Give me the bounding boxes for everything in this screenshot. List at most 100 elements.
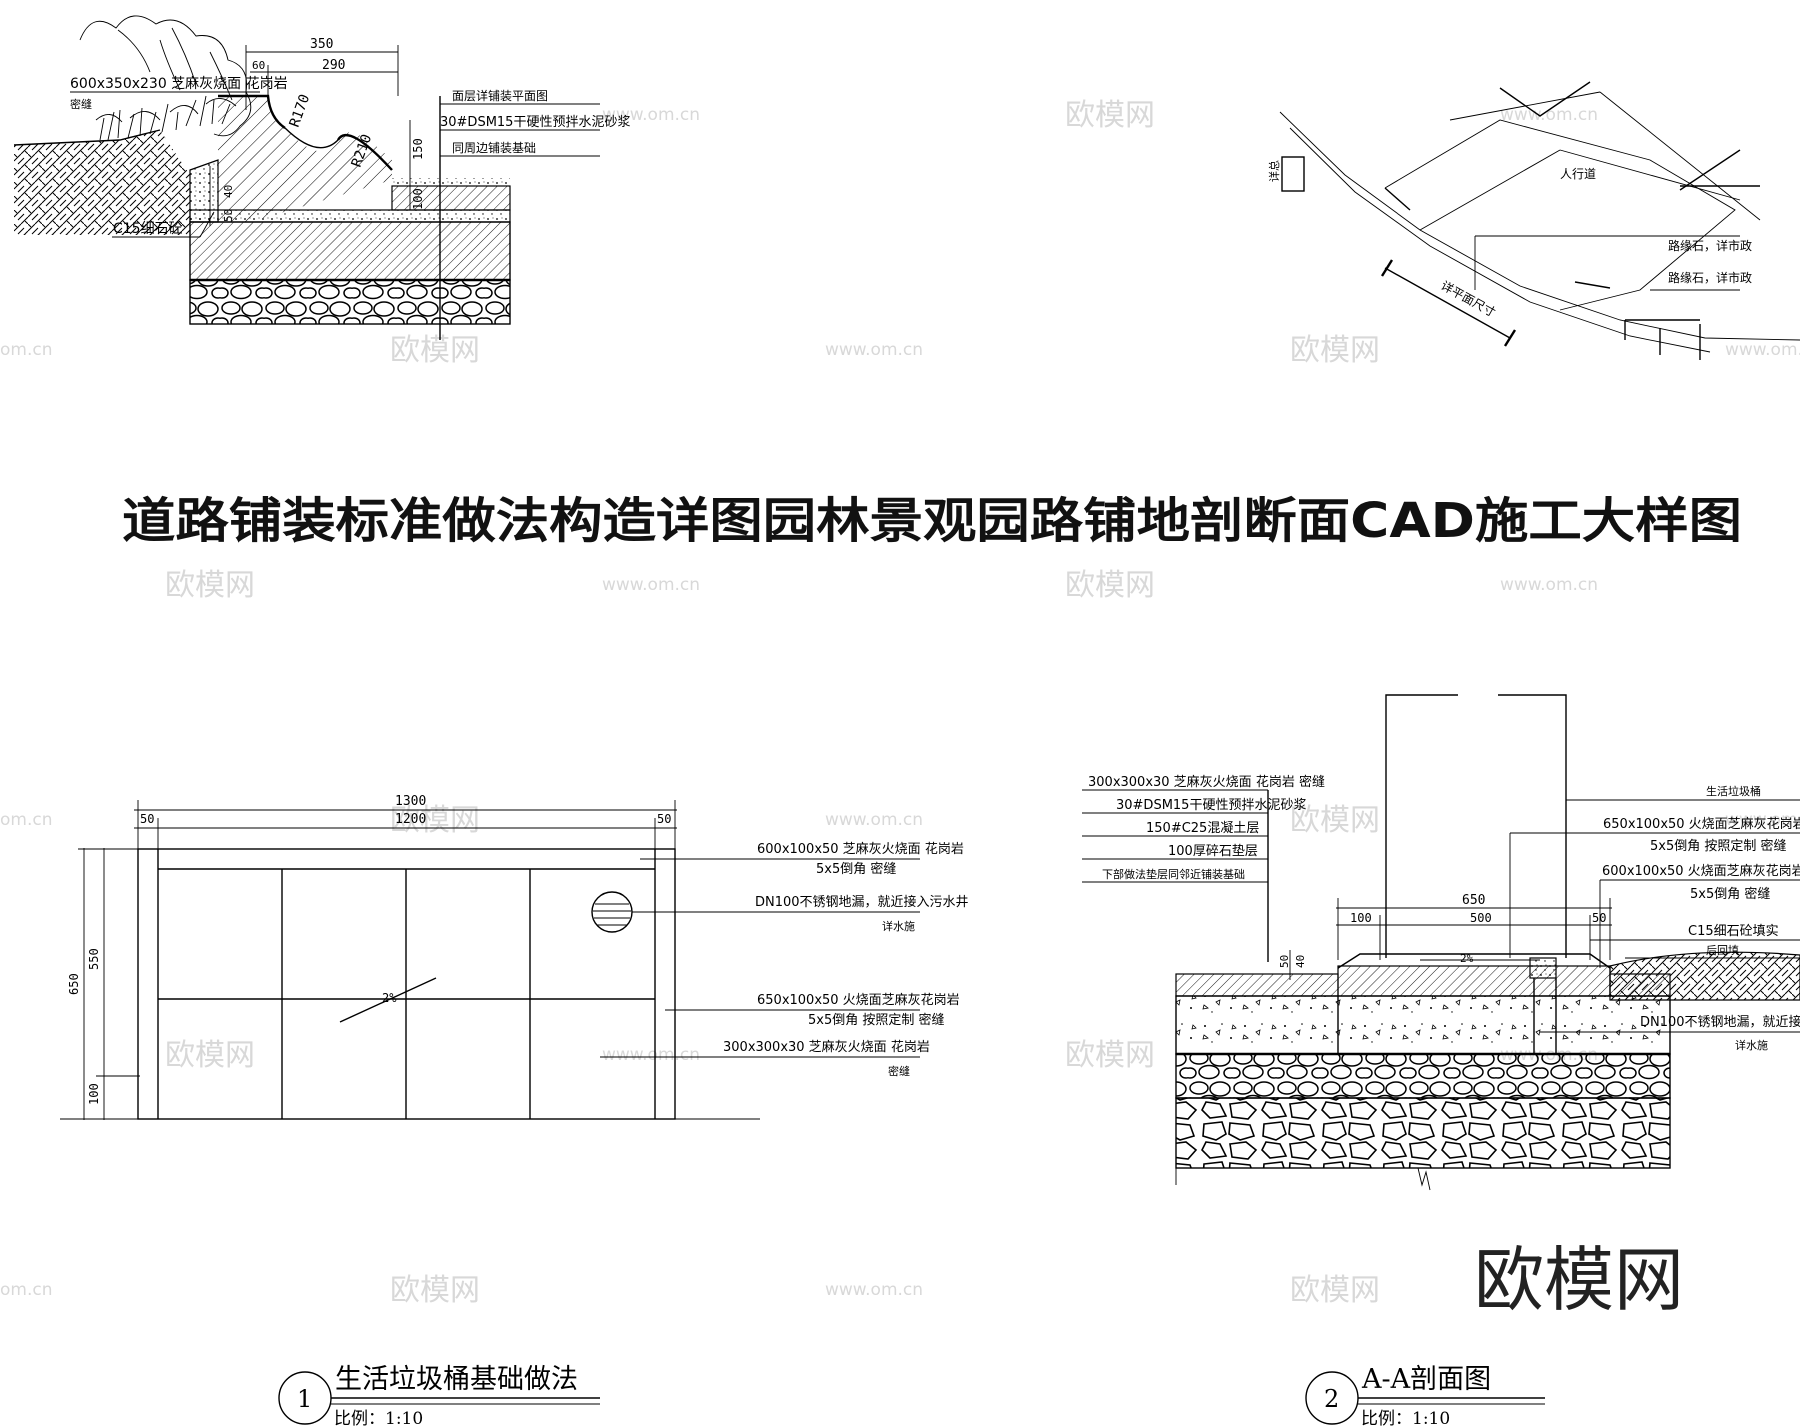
d1-label-1: 600x100x50 芝麻灰火烧面 花岗岩 <box>757 841 964 857</box>
curb-top <box>218 94 286 129</box>
svg-text:1200: 1200 <box>395 812 426 827</box>
svg-text:100: 100 <box>411 188 425 210</box>
d2-left-label-1: 300x300x30 芝麻灰火烧面 花岗岩 密缝 <box>1088 774 1325 790</box>
svg-text:密缝: 密缝 <box>888 1064 910 1078</box>
svg-text:50: 50 <box>1278 955 1291 968</box>
watermark-logo: 欧模网 <box>390 1273 480 1308</box>
watermark-url: www.om.cn <box>825 340 923 360</box>
svg-text:650: 650 <box>67 973 81 995</box>
svg-text:1: 1 <box>297 1385 312 1413</box>
d1-label-6: 300x300x30 芝麻灰火烧面 花岗岩 <box>723 1039 930 1055</box>
detail-top-left: 350 290 60 R170 R210 150 100 40 50 600x3… <box>13 15 630 340</box>
soil-hatch <box>14 130 190 235</box>
gravel-layer <box>189 279 511 325</box>
detail-2-scale: 比例：1:10 <box>1361 1409 1450 1427</box>
watermark-logo: 欧模网 <box>1290 333 1380 368</box>
svg-text:50: 50 <box>1592 911 1606 925</box>
watermark-logo: 欧模网 <box>1065 568 1155 603</box>
label-c15: C15细石砼 <box>113 221 183 237</box>
svg-text:100厚碎石垫层: 100厚碎石垫层 <box>1168 843 1258 859</box>
svg-text:350: 350 <box>310 37 333 52</box>
curb-arc <box>336 134 393 171</box>
svg-text:2: 2 <box>1324 1385 1339 1413</box>
d1-label-3: DN100不锈钢地漏，就近接入污水井 <box>755 894 969 910</box>
watermark-url: www.om.cn <box>1500 105 1598 125</box>
svg-text:550: 550 <box>87 948 101 970</box>
svg-text:650: 650 <box>1462 893 1485 908</box>
base-concrete <box>189 221 511 281</box>
svg-text:100: 100 <box>1350 911 1372 925</box>
svg-text:详总: 详总 <box>1267 160 1281 182</box>
svg-text:5x5倒角 按照定制 密缝: 5x5倒角 按照定制 密缝 <box>1650 838 1787 854</box>
svg-text:100: 100 <box>87 1083 101 1105</box>
svg-text:2%: 2% <box>382 991 397 1005</box>
svg-text:5x5倒角 密缝: 5x5倒角 密缝 <box>816 861 896 877</box>
watermark-logo: 欧模网 <box>165 568 255 603</box>
svg-text:600x100x50 火烧面芝麻灰花岗岩: 600x100x50 火烧面芝麻灰花岗岩 <box>1602 863 1800 879</box>
concrete-layer <box>1175 995 1671 1055</box>
watermark-url: om.cn <box>0 810 53 830</box>
svg-text:650x100x50 火烧面芝麻灰花岗岩: 650x100x50 火烧面芝麻灰花岗岩 <box>1603 816 1800 832</box>
svg-text:5x5倒角 按照定制 密缝: 5x5倒角 按照定制 密缝 <box>808 1012 945 1028</box>
svg-text:150#C25混凝土层: 150#C25混凝土层 <box>1146 820 1259 836</box>
svg-text:路缘石，详市政: 路缘石，详市政 <box>1668 270 1752 285</box>
svg-text:290: 290 <box>322 58 345 73</box>
watermark-url: www.om.cn <box>602 105 700 125</box>
svg-text:40: 40 <box>1294 955 1307 968</box>
detail-2-title: A-A剖面图 <box>1361 1364 1491 1395</box>
svg-text:50: 50 <box>222 209 235 222</box>
watermark-url: www.om.cn <box>825 810 923 830</box>
svg-text:详平面尺寸: 详平面尺寸 <box>1439 278 1499 320</box>
svg-text:后回填: 后回填 <box>1706 943 1739 957</box>
svg-text:R170: R170 <box>287 92 314 129</box>
svg-text:2%: 2% <box>1460 952 1474 965</box>
svg-text:DN100不锈钢地漏，就近接入污水井: DN100不锈钢地漏，就近接入污水井 <box>1640 1014 1800 1030</box>
svg-text:30#DSM15干硬性预拌水泥砂浆: 30#DSM15干硬性预拌水泥砂浆 <box>1116 798 1306 813</box>
label-surface: 面层详铺装平面图 <box>452 88 548 103</box>
svg-text:详水施: 详水施 <box>882 919 915 933</box>
svg-text:50: 50 <box>140 812 154 826</box>
watermark-logo: 欧模网 <box>1065 98 1155 133</box>
d1-label-4: 650x100x50 火烧面芝麻灰花岗岩 <box>757 992 960 1008</box>
watermark-url: om.cn <box>0 340 53 360</box>
lower-stone-layer <box>1175 1097 1671 1169</box>
watermark-url: www.om.cn <box>825 1280 923 1300</box>
label-mortar: 30#DSM15干硬性预拌水泥砂浆 <box>440 115 630 130</box>
watermark-logo: 欧模网 <box>1065 1038 1155 1073</box>
brand-logo: 欧模网 <box>1474 1239 1684 1321</box>
svg-text:详水施: 详水施 <box>1735 1038 1768 1052</box>
svg-text:密缝: 密缝 <box>70 97 92 111</box>
svg-text:50: 50 <box>657 812 671 826</box>
slope-arrow <box>339 977 437 1023</box>
watermark-logo: 欧模网 <box>165 1038 255 1073</box>
svg-text:5x5倒角 密缝: 5x5倒角 密缝 <box>1690 886 1770 902</box>
detail-1-scale: 比例：1:10 <box>334 1409 423 1427</box>
svg-text:下部做法垫层同邻近铺装基础: 下部做法垫层同邻近铺装基础 <box>1102 867 1245 881</box>
soil-mound <box>1609 951 1800 1001</box>
svg-text:1300: 1300 <box>395 794 426 809</box>
label-sidewalk: 人行道 <box>1560 167 1596 181</box>
page-title: 道路铺装标准做法构造详图园林景观园路铺地剖断面CAD施工大样图 <box>122 493 1742 549</box>
watermark-url: www.om.cn <box>1725 340 1800 360</box>
svg-text:路缘石，详市政: 路缘石，详市政 <box>1668 238 1752 253</box>
watermark-logo: 欧模网 <box>390 803 480 838</box>
svg-text:60: 60 <box>252 59 265 72</box>
svg-text:40: 40 <box>222 185 235 198</box>
watermark-logo: 欧模网 <box>390 333 480 368</box>
mortar-strip <box>189 209 511 223</box>
gravel-layer <box>1175 1053 1671 1099</box>
label-base: 同周边铺装基础 <box>452 141 536 155</box>
detail-1-bin-foundation: 1300 1200 50 50 650 550 100 <box>60 794 969 1427</box>
svg-text:500: 500 <box>1470 911 1492 925</box>
watermark-url: om.cn <box>0 1280 53 1300</box>
watermark-url: www.om.cn <box>602 1045 700 1065</box>
paving-surface-left <box>1175 973 1339 997</box>
svg-text:150: 150 <box>411 138 425 160</box>
detail-1-title: 生活垃圾桶基础做法 <box>335 1364 578 1395</box>
drain-icon <box>591 891 633 933</box>
d2-right-label-1: 生活垃圾桶 <box>1706 784 1761 798</box>
detail-2-section-aa: 650 100 500 50 50 40 2% <box>1082 694 1800 1427</box>
svg-text:C15细石砼填实: C15细石砼填实 <box>1688 924 1779 939</box>
grass-tufts <box>95 95 237 141</box>
